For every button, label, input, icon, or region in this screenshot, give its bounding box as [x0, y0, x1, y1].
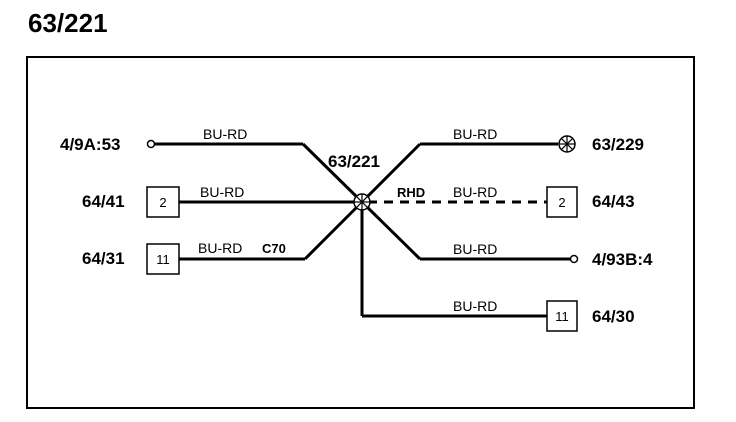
- diagram-frame: [26, 56, 695, 409]
- ref-64-43: 64/43: [592, 192, 635, 211]
- splice-label: 63/221: [328, 152, 380, 171]
- wire-right-top-diagonal: [360, 142, 422, 204]
- pin-64-41: 2: [159, 195, 166, 210]
- page-title: 63/221: [28, 8, 108, 38]
- ref-64-31: 64/31: [82, 249, 125, 268]
- terminal-right-low: [569, 254, 579, 264]
- wire-label-right-mid: BU-RD: [453, 184, 497, 200]
- wire-label-left-bot: BU-RD: [198, 240, 242, 256]
- option-label-rhd: RHD: [397, 185, 425, 200]
- wire-label-right-bot: BU-RD: [453, 298, 497, 314]
- wire-left-top-diagonal: [301, 142, 364, 204]
- wire-label-right-top: BU-RD: [453, 126, 497, 142]
- ref-4-9a-53: 4/9A:53: [60, 135, 120, 154]
- ref-4-93b-4: 4/93B:4: [592, 250, 653, 269]
- wire-label-right-low: BU-RD: [453, 241, 497, 257]
- option-label-c70: C70: [262, 241, 286, 256]
- ref-63-229: 63/229: [592, 135, 644, 154]
- wire-right-low-diagonal: [360, 200, 422, 261]
- connector-box-64-31: [146, 243, 180, 275]
- connector-box-64-43: [546, 186, 578, 218]
- splice-icon: [353, 193, 371, 211]
- pin-64-30: 11: [555, 309, 569, 324]
- pin-64-43: 2: [558, 195, 565, 210]
- connector-box-64-41: [146, 186, 180, 218]
- wire-label-left-mid: BU-RD: [200, 184, 244, 200]
- wire-label-left-top: BU-RD: [203, 126, 247, 142]
- ref-64-41: 64/41: [82, 192, 125, 211]
- ground-point-icon: [558, 135, 576, 153]
- pin-64-31: 11: [156, 252, 170, 267]
- ref-64-30: 64/30: [592, 307, 635, 326]
- wire-left-bot-diagonal: [303, 200, 364, 261]
- terminal-left-top: [146, 139, 156, 149]
- connector-box-64-30: [546, 300, 578, 332]
